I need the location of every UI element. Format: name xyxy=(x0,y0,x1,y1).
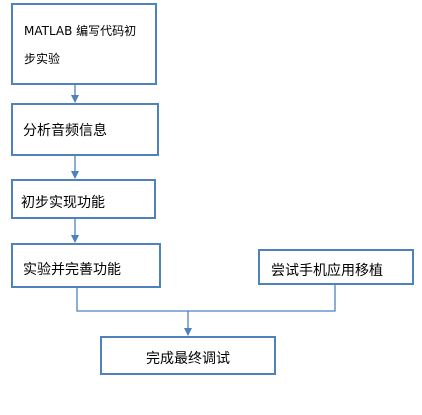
flow-step-mobile-port: 尝试手机应用移植 xyxy=(258,249,414,285)
connector-step5-to-merge xyxy=(188,285,336,312)
flow-step-label: MATLAB 编写代码初步实验 xyxy=(24,24,137,66)
flow-step-label: 分析音频信息 xyxy=(23,123,107,139)
flow-step-analyze-audio: 分析音频信息 xyxy=(11,103,159,156)
flow-step-label: 尝试手机应用移植 xyxy=(271,263,383,279)
flow-step-initial-implementation: 初步实现功能 xyxy=(11,179,156,219)
flow-step-final-debug: 完成最终调试 xyxy=(100,336,276,375)
flow-step-matlab-code: MATLAB 编写代码初步实验 xyxy=(11,3,157,85)
flow-step-experiment-improve: 实验并完善功能 xyxy=(11,243,161,288)
flow-step-label: 初步实现功能 xyxy=(21,195,105,211)
flow-step-label: 实验并完善功能 xyxy=(23,262,121,278)
flow-step-label: 完成最终调试 xyxy=(146,351,230,367)
connector-step4-to-merge xyxy=(76,288,188,312)
